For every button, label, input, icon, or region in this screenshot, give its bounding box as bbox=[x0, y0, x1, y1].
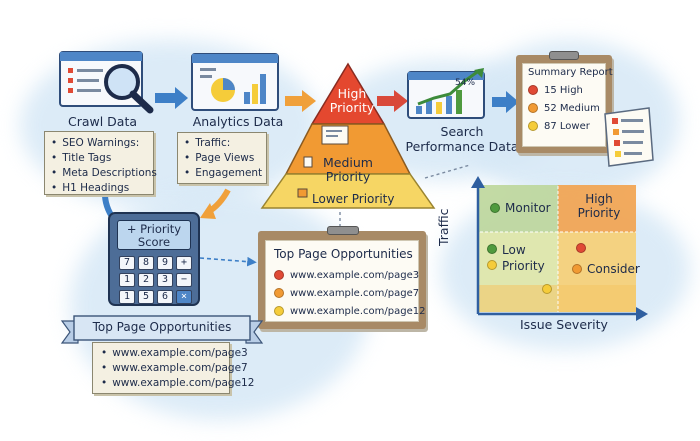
clipboard-clip-icon bbox=[549, 51, 579, 60]
pyramid-high-label: High Priority bbox=[329, 86, 375, 115]
top-page-url: www.example.com/page7 bbox=[101, 361, 248, 376]
summary-report-title: Summary Report bbox=[528, 67, 613, 78]
arrow-pyramid-to-search bbox=[377, 90, 408, 112]
calculator-key: − bbox=[176, 273, 192, 287]
ribbon-banner bbox=[60, 315, 264, 344]
magnifier-over-document-icon bbox=[59, 51, 154, 114]
calculator-key: 1 bbox=[119, 273, 135, 287]
yellow-dot-icon bbox=[542, 284, 552, 294]
search-performance-label: Search Performance Data bbox=[405, 124, 519, 154]
red-dot-icon bbox=[528, 85, 538, 95]
matrix-low-label: Low Priority bbox=[502, 243, 545, 273]
note-item: H1 Headings bbox=[51, 181, 147, 196]
calculator-icon: + Priority Score 7 8 9 + 1 2 3 − 1 5 6 × bbox=[108, 212, 200, 306]
analytics-data-label: Analytics Data bbox=[192, 114, 284, 129]
arrow-crawl-to-analytics bbox=[155, 87, 188, 109]
summary-item: 15 High bbox=[528, 81, 600, 99]
calculator-key: 8 bbox=[138, 256, 154, 270]
calculator-display: + Priority Score bbox=[117, 220, 191, 250]
note-item: Meta Descriptions bbox=[51, 166, 157, 181]
checklist-document-icon bbox=[604, 107, 654, 167]
calculator-key: × bbox=[176, 290, 192, 304]
calculator-key: + bbox=[176, 256, 192, 270]
note-item: Traffic: bbox=[184, 136, 260, 151]
pyramid-lower-label: Lower Priority bbox=[312, 192, 395, 206]
summary-item: 87 Lower bbox=[528, 117, 600, 135]
note-item: SEO Warnings: bbox=[51, 136, 147, 151]
seo-warnings-note: SEO Warnings: Title Tags Meta Descriptio… bbox=[44, 131, 157, 196]
summary-item: 52 Medium bbox=[528, 99, 600, 117]
note-item: Engagement bbox=[184, 166, 262, 181]
matrix-y-label: Traffic bbox=[436, 208, 451, 246]
search-percent: 54% bbox=[455, 78, 476, 88]
yellow-dot-icon bbox=[487, 260, 497, 270]
top-page-url: www.example.com/page3 bbox=[101, 346, 248, 361]
note-item: Page Views bbox=[184, 151, 260, 166]
calculator-key: 6 bbox=[157, 290, 173, 304]
top-page-item: www.example.com/page3 bbox=[274, 266, 419, 284]
orange-dot-icon bbox=[274, 288, 284, 298]
yellow-dot-icon bbox=[528, 121, 538, 131]
pyramid-medium-label: Medium Priority bbox=[323, 155, 373, 184]
traffic-note: Traffic: Page Views Engagement bbox=[177, 132, 267, 184]
note-item: Title Tags bbox=[51, 151, 147, 166]
calculator-key: 1 bbox=[119, 290, 135, 304]
matrix-monitor-label: Monitor bbox=[505, 201, 551, 215]
top-pages-list-note: www.example.com/page3 www.example.com/pa… bbox=[92, 342, 254, 394]
crawl-data-label: Crawl Data bbox=[67, 114, 138, 129]
orange-dot-icon bbox=[528, 103, 538, 113]
matrix-cell-bottom-strip bbox=[478, 285, 636, 312]
clipboard-clip-icon bbox=[327, 226, 359, 235]
chart-on-browser-icon bbox=[191, 53, 279, 111]
priority-pyramid bbox=[260, 62, 436, 209]
arrow-search-to-summary bbox=[492, 91, 519, 113]
matrix-axes bbox=[471, 176, 648, 321]
trend-chart-on-browser-icon bbox=[407, 68, 485, 119]
calculator-key: 7 bbox=[119, 256, 135, 270]
dashed-pyramid-to-search bbox=[424, 164, 471, 179]
summary-report-paper: Summary Report 15 High 52 Medium 87 Lowe… bbox=[522, 63, 613, 147]
calculator-key: 2 bbox=[138, 273, 154, 287]
green-dot-icon bbox=[490, 203, 500, 213]
top-page-url: www.example.com/page12 bbox=[101, 376, 254, 391]
matrix-cell-top-right bbox=[558, 185, 636, 232]
top-pages-title: Top Page Opportunities bbox=[274, 247, 413, 261]
calculator-key: 5 bbox=[138, 290, 154, 304]
banner-title: Top Page Opportunities bbox=[92, 320, 232, 334]
red-dot-icon bbox=[576, 243, 586, 253]
top-pages-paper: Top Page Opportunities www.example.com/p… bbox=[265, 240, 425, 322]
orange-dot-icon bbox=[572, 264, 582, 274]
top-page-item: www.example.com/page7 bbox=[274, 284, 419, 302]
top-page-item: www.example.com/page12 bbox=[274, 302, 425, 320]
calculator-key: 3 bbox=[157, 273, 173, 287]
yellow-dot-icon bbox=[274, 306, 284, 316]
red-dot-icon bbox=[274, 270, 284, 280]
calculator-key: 9 bbox=[157, 256, 173, 270]
arrow-analytics-to-pyramid bbox=[285, 90, 316, 112]
dashed-calculator-to-clipboard bbox=[199, 256, 257, 267]
green-dot-icon bbox=[487, 244, 497, 254]
matrix-high-label: High Priority bbox=[577, 192, 621, 220]
matrix-x-label: Issue Severity bbox=[520, 317, 608, 332]
matrix-consider-label: Consider bbox=[587, 262, 640, 276]
